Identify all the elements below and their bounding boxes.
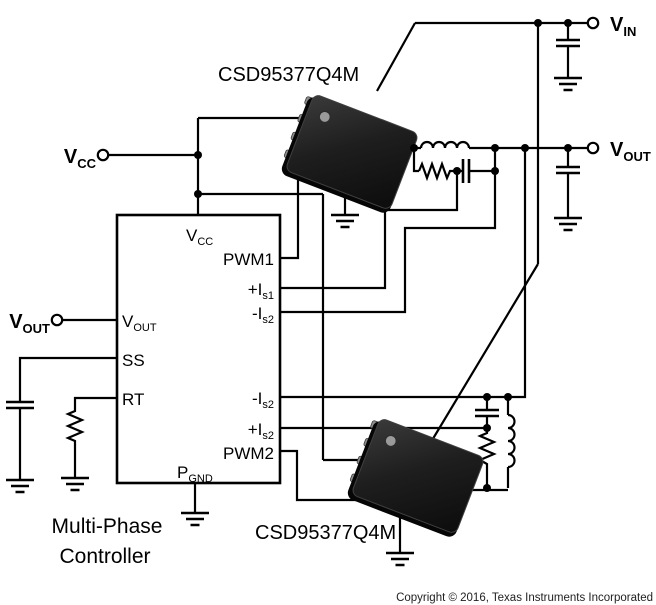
- ground-pgnd: [181, 511, 209, 527]
- vin-rail-wire: [376, 21, 588, 448]
- ground-vout-cap: [554, 216, 582, 232]
- capacitor-phase2: [475, 408, 499, 418]
- ground-symbols: [6, 76, 582, 567]
- phase1-sense-wire: [412, 148, 497, 173]
- ground-chip1: [331, 213, 359, 229]
- vin-label: VIN: [610, 14, 636, 39]
- ground-ss-cap: [6, 478, 34, 494]
- resistor-phase2: [477, 429, 497, 472]
- vout-left-label: VOUT: [9, 311, 50, 336]
- wires: [18, 21, 588, 553]
- phase2-net-wire: [448, 397, 510, 492]
- pin-label-is2-minus-b: -Is2: [252, 389, 274, 411]
- is2-minus-a-wire: [280, 171, 497, 314]
- pin-label-pwm2: PWM2: [223, 444, 274, 463]
- pin-label-vcc: VCC: [186, 226, 213, 248]
- ground-vin-cap: [554, 76, 582, 92]
- ground-rt: [61, 476, 89, 492]
- pin-label-rt: RT: [122, 390, 144, 409]
- resistor-rt: [65, 408, 85, 444]
- pin-label-vout: VOUT: [122, 312, 157, 334]
- capacitor-phase1: [461, 159, 471, 183]
- pin-label-is2-minus-a: -Is2: [252, 304, 274, 326]
- chip2-label: CSD95377Q4M: [255, 522, 396, 544]
- controller-box: [115, 213, 282, 485]
- ground-chip2: [386, 551, 414, 567]
- pwm2-wire: [280, 449, 380, 502]
- vcc-net-wire: [109, 116, 378, 462]
- ss-wire: [18, 356, 117, 480]
- pin-label-is2-plus: +Is2: [248, 420, 274, 442]
- inductor-phase2: [507, 413, 516, 469]
- pin1-marker-icon: [384, 434, 397, 448]
- chip1-label: CSD95377Q4M: [218, 64, 359, 86]
- is2-minus-b-wire: [280, 148, 527, 399]
- vcc-label: VCC: [64, 146, 97, 171]
- vcc-terminal: [96, 148, 110, 162]
- vin-terminal: [586, 16, 600, 30]
- capacitor-vin: [556, 38, 580, 48]
- resistor-phase1: [417, 160, 452, 182]
- capacitor-vout: [556, 165, 580, 175]
- junction-dots: [194, 19, 572, 492]
- pwm1-wire: [280, 162, 300, 260]
- pin-label-pgnd: PGND: [177, 463, 213, 485]
- vout-left-terminal: [50, 313, 64, 327]
- pin-label-ss: SS: [122, 351, 145, 370]
- copyright-notice: Copyright © 2016, Texas Instruments Inco…: [396, 592, 653, 604]
- vout-right-terminal: [586, 141, 600, 155]
- power-block-2: [347, 419, 484, 537]
- io-terminals: [50, 16, 600, 327]
- rt-wire: [73, 396, 117, 478]
- pin-label-pwm1: PWM1: [223, 250, 274, 269]
- controller-name-line1: Multi-Phase: [52, 515, 163, 538]
- pin1-marker-icon: [318, 110, 331, 124]
- vout-right-label: VOUT: [610, 139, 651, 164]
- power-block-1: [281, 95, 418, 213]
- inductor-phase1: [419, 140, 471, 149]
- controller-name-line2: Controller: [59, 545, 150, 568]
- pin-label-is1-plus: +Is1: [248, 280, 274, 302]
- capacitor-ss: [6, 400, 34, 410]
